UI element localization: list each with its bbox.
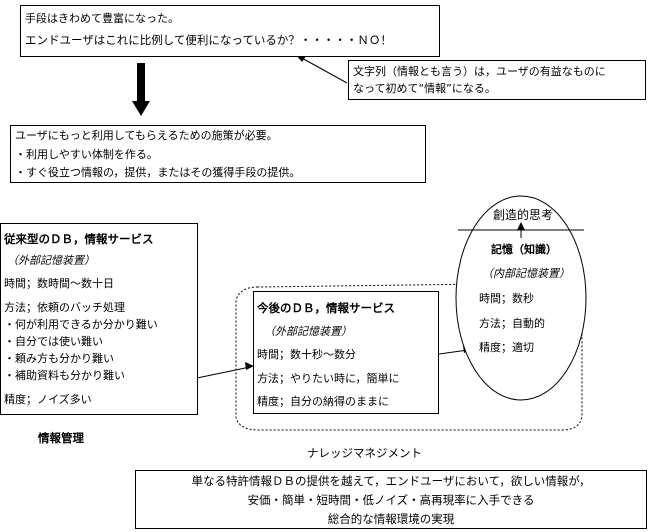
future-time: 時間；数十秒～数分 <box>257 348 356 362</box>
future-subtitle: （外部記憶装置） <box>264 325 352 339</box>
traditional-subtitle: （外部記憶装置） <box>7 254 95 268</box>
down-arrow-icon <box>132 63 150 116</box>
measures-line1: ユーザにもっと利用してもらえるための施策が必要。 <box>15 129 278 143</box>
creative-thinking-label: 創造的思考 <box>493 206 553 223</box>
traditional-bullet: ・補助資料も分かり難い <box>4 369 125 383</box>
traditional-bullet: ・頼み方も分かり難い <box>4 352 114 366</box>
memory-accuracy: 精度；適切 <box>479 339 534 355</box>
goal-line2: 安価・簡単・短時間・低ノイズ・高再現率に入手できる <box>136 493 646 507</box>
future-db-box: 今後のＤＢ，情報サービス （外部記憶装置） 時間；数十秒～数分 方法；やりたい時… <box>253 291 439 414</box>
memory-time: 時間；数秒 <box>479 290 534 306</box>
measures-line3: ・すぐ役立つ情報の，提供，またはその獲得手段の提供。 <box>15 166 300 180</box>
flow-arrow-icon <box>197 362 254 378</box>
traditional-method: 方法；依頼のバッチ処理 <box>4 301 125 315</box>
goal-box: 単なる特許情報ＤＢの提供を越えて，エンドユーザにおいて，欲しい情報が， 安価・簡… <box>135 470 647 529</box>
goal-line1: 単なる特許情報ＤＢの提供を越えて，エンドユーザにおいて，欲しい情報が， <box>136 474 646 488</box>
note-box-line2: なって初めて“情報”になる。 <box>353 82 496 96</box>
traditional-db-box: 従来型のＤＢ，情報サービス （外部記憶装置） 時間；数時間～数十日 方法；依頼の… <box>0 223 198 415</box>
top-box-line1: 手段はきわめて豊富になった。 <box>25 12 179 26</box>
memory-title: 記憶（知識） <box>491 241 557 257</box>
memory-subtitle: （内部記憶装置） <box>482 265 570 281</box>
measures-line2: ・利用しやすい体制を作る。 <box>15 148 158 162</box>
traditional-time: 時間；数時間～数十日 <box>4 277 114 291</box>
top-box: 手段はきわめて豊富になった。 エンドユーザはこれに比例して便利になっているか？・… <box>20 5 440 57</box>
measures-box: ユーザにもっと利用してもらえるための施策が必要。 ・利用しやすい体制を作る。 ・… <box>10 125 426 183</box>
goal-line3: 総合的な情報環境の実現 <box>136 512 646 526</box>
traditional-title: 従来型のＤＢ，情報サービス <box>4 232 154 246</box>
traditional-bullet: ・何が利用できるか分かり難い <box>4 318 158 332</box>
traditional-accuracy: 精度；ノイズ多い <box>4 393 92 407</box>
traditional-bullet: ・自分では使い難い <box>4 335 103 349</box>
note-box-line1: 文字列（情報とも言う）は，ユーザの有益なものに <box>353 65 606 79</box>
future-accuracy: 精度；自分の納得のままに <box>257 395 389 409</box>
note-box: 文字列（情報とも言う）は，ユーザの有益なものに なって初めて“情報”になる。 <box>348 60 646 100</box>
future-title: 今後のＤＢ，情報サービス <box>257 301 395 315</box>
memory-method: 方法；自動的 <box>479 315 545 331</box>
knowledge-management-label: ナレッジマネジメント <box>307 445 422 461</box>
info-management-label: 情報管理 <box>38 430 84 446</box>
top-box-line2: エンドユーザはこれに比例して便利になっているか？・・・・・ＮＯ！ <box>25 33 392 47</box>
note-arrow-icon <box>296 55 347 83</box>
future-method: 方法；やりたい時に，簡単に <box>257 372 399 386</box>
